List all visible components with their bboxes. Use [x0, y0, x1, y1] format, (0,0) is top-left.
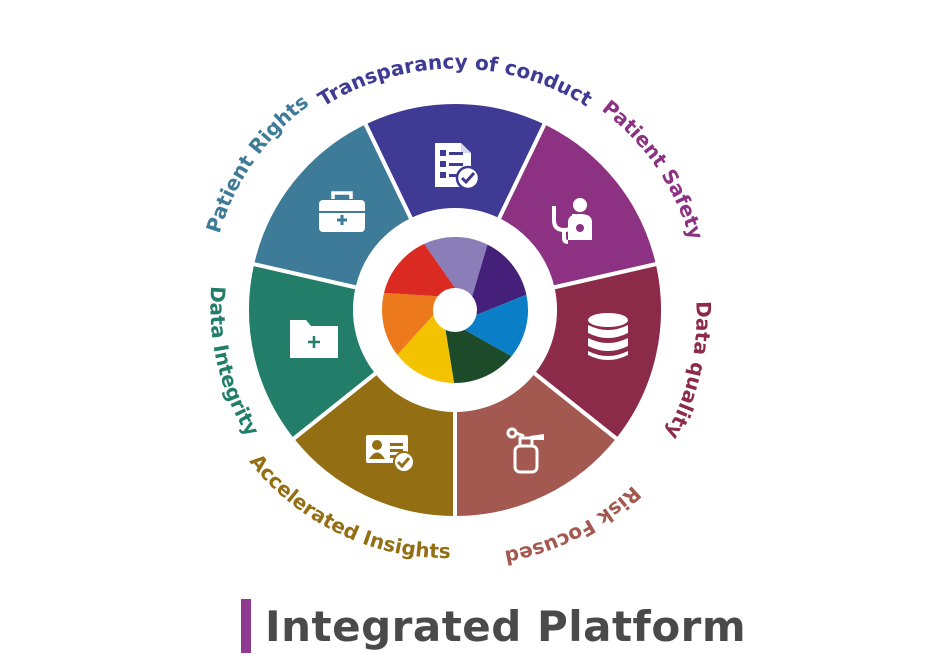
folder-plus-icon	[290, 320, 338, 358]
id-card-check-icon	[366, 435, 415, 473]
aperture-blade	[424, 237, 488, 297]
doctor-stethoscope-icon	[552, 198, 592, 244]
fire-extinguisher-icon	[506, 427, 544, 474]
aperture-blade	[397, 314, 455, 383]
aperture-hole	[433, 288, 477, 332]
page-title: Integrated Platform	[265, 601, 747, 651]
title-block: Integrated Platform	[241, 598, 746, 654]
aperture-blade	[384, 243, 455, 297]
aperture-blade	[472, 244, 527, 315]
title-accent-bar	[241, 599, 251, 653]
medical-kit-icon	[319, 191, 365, 232]
checklist-document-icon	[435, 143, 481, 191]
aperture-logo-icon	[382, 237, 528, 383]
database-icon	[588, 313, 628, 360]
label-data-quality: Data quality	[661, 301, 716, 444]
aperture-blade	[464, 294, 528, 357]
aperture-blade	[382, 292, 438, 355]
aperture-blade	[445, 329, 512, 383]
